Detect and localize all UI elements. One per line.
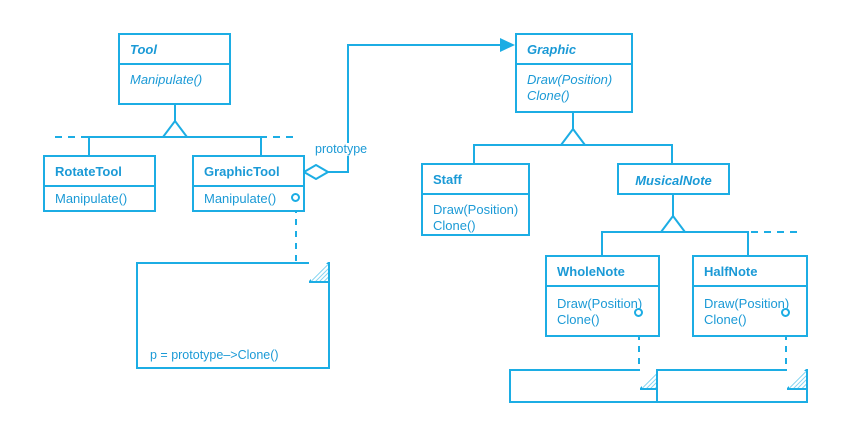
generalization-drop-halfnote bbox=[747, 231, 749, 255]
operation-rotatetool-manipulate: Manipulate() bbox=[55, 191, 128, 206]
operation-marker-wholenote-clone bbox=[634, 308, 643, 317]
class-box-graphic[interactable]: Graphic Draw(Position) Clone() bbox=[515, 33, 633, 113]
operation-graphic-clone: Clone() bbox=[527, 88, 570, 103]
generalization-bus-musicalnote-dash-right bbox=[751, 231, 799, 233]
association-line-prototype-v bbox=[347, 44, 349, 172]
generalization-drop-rotatetool bbox=[88, 136, 90, 156]
class-box-halfnote[interactable]: HalfNote Draw(Position) Clone() bbox=[692, 255, 808, 337]
class-operations-graphictool: Manipulate() bbox=[194, 185, 303, 211]
association-label-prototype: prototype bbox=[313, 142, 370, 156]
note-anchor-wholenote-clone bbox=[638, 322, 640, 371]
association-arrowhead-prototype bbox=[500, 38, 515, 52]
note-body-wholenote: return copy of self bbox=[511, 416, 659, 424]
class-operations-tool: Manipulate() bbox=[120, 63, 229, 100]
class-box-wholenote[interactable]: WholeNote Draw(Position) Clone() bbox=[545, 255, 660, 337]
generalization-line-graphic-stem bbox=[572, 113, 574, 129]
class-box-tool[interactable]: Tool Manipulate() bbox=[118, 33, 231, 105]
class-operations-staff: Draw(Position) Clone() bbox=[423, 193, 528, 235]
class-box-staff[interactable]: Staff Draw(Position) Clone() bbox=[421, 163, 530, 236]
generalization-drop-musicalnote bbox=[671, 144, 673, 164]
note-line-1: p = prototype–>Clone() bbox=[150, 348, 279, 362]
operation-marker-halfnote-clone bbox=[781, 308, 790, 317]
class-name-graphictool: GraphicTool bbox=[204, 164, 280, 179]
note-fold-corner-graphictool bbox=[309, 262, 328, 283]
operation-tool-manipulate: Manipulate() bbox=[130, 72, 203, 87]
class-name-musicalnote: MusicalNote bbox=[635, 173, 712, 188]
operation-marker-graphictool-manipulate bbox=[291, 193, 300, 202]
generalization-drop-graphictool bbox=[260, 136, 262, 156]
class-name-graphic: Graphic bbox=[527, 42, 577, 57]
class-operations-rotatetool: Manipulate() bbox=[45, 185, 154, 211]
class-name-staff: Staff bbox=[433, 172, 462, 187]
class-box-musicalnote[interactable]: MusicalNote bbox=[617, 163, 730, 195]
class-operations-wholenote: Draw(Position) Clone() bbox=[547, 285, 658, 336]
note-fold-corner-halfnote bbox=[787, 369, 806, 390]
association-line-prototype-h2 bbox=[347, 44, 507, 46]
association-line-prototype-h1 bbox=[327, 171, 349, 173]
note-halfnote-clone[interactable]: return copy of self bbox=[656, 369, 808, 403]
generalization-drop-staff bbox=[473, 144, 475, 164]
class-name-rotatetool: RotateTool bbox=[55, 164, 122, 179]
generalization-line-musicalnote-stem bbox=[672, 195, 674, 216]
operation-wholenote-clone: Clone() bbox=[557, 312, 600, 327]
note-anchor-halfnote-clone bbox=[785, 322, 787, 371]
generalization-triangle-graphic bbox=[559, 128, 587, 146]
generalization-line-tool-stem bbox=[174, 105, 176, 122]
note-graphictool-manipulate[interactable]: p = prototype–>Clone() while (user drags… bbox=[136, 262, 330, 369]
note-fold-corner-wholenote bbox=[640, 369, 659, 390]
operation-staff-clone: Clone() bbox=[433, 218, 476, 233]
note-anchor-graphictool-manipulate bbox=[295, 207, 297, 264]
generalization-triangle-tool bbox=[161, 120, 189, 138]
operation-halfnote-draw: Draw(Position) bbox=[704, 296, 790, 311]
operation-graphictool-manipulate: Manipulate() bbox=[204, 191, 277, 206]
generalization-triangle-musicalnote bbox=[659, 215, 687, 233]
note-body-halfnote: return copy of self bbox=[658, 416, 806, 424]
class-name-halfnote: HalfNote bbox=[704, 264, 758, 279]
operation-halfnote-clone: Clone() bbox=[704, 312, 747, 327]
class-name-tool: Tool bbox=[130, 42, 157, 57]
note-body-graphictool: p = prototype–>Clone() while (user drags… bbox=[138, 309, 328, 424]
class-box-graphictool[interactable]: GraphicTool Manipulate() bbox=[192, 155, 305, 212]
class-name-wholenote: WholeNote bbox=[557, 264, 625, 279]
operation-wholenote-draw: Draw(Position) bbox=[557, 296, 643, 311]
generalization-drop-wholenote bbox=[601, 231, 603, 255]
operation-graphic-draw: Draw(Position) bbox=[527, 72, 613, 87]
class-operations-halfnote: Draw(Position) Clone() bbox=[694, 285, 806, 336]
aggregation-diamond-prototype bbox=[303, 164, 329, 180]
generalization-bus-tool-dash-left bbox=[55, 136, 90, 138]
note-wholenote-clone[interactable]: return copy of self bbox=[509, 369, 661, 403]
note-line-2 bbox=[150, 393, 316, 408]
operation-staff-draw: Draw(Position) bbox=[433, 202, 519, 217]
generalization-bus-tool-dash-right bbox=[260, 136, 296, 138]
class-box-rotatetool[interactable]: RotateTool Manipulate() bbox=[43, 155, 156, 212]
class-operations-graphic: Draw(Position) Clone() bbox=[517, 63, 631, 108]
